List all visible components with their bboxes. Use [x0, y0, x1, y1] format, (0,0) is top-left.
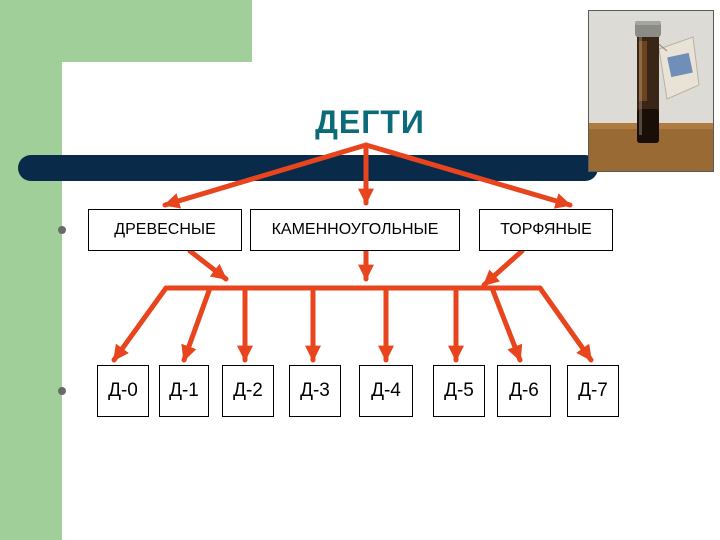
- tar-type-peat: ТОРФЯНЫЕ: [479, 209, 613, 251]
- tar-type-wood: ДРЕВЕСНЫЕ: [88, 209, 242, 251]
- grade-d2: Д-2: [222, 365, 274, 417]
- arrow-to-d1: [181, 285, 213, 363]
- tar-vial-image: [589, 11, 713, 171]
- arrow-to-d6: [489, 285, 523, 363]
- background-green-left: [0, 0, 62, 540]
- bullet-icon: [58, 226, 66, 234]
- arrow-to-d7: [537, 285, 594, 363]
- tar-vial-photo: [588, 10, 714, 172]
- arrow-title-to-wood: [162, 142, 369, 209]
- bullet-icon: [58, 387, 66, 395]
- arrow-title-to-peat: [363, 142, 573, 209]
- arrow-peat-to-bar: [481, 248, 525, 288]
- grade-d3: Д-3: [289, 365, 341, 417]
- grade-d7: Д-7: [567, 365, 619, 417]
- grade-d4: Д-4: [359, 365, 413, 417]
- grade-d6: Д-6: [497, 365, 551, 417]
- arrow-wood-to-bar: [187, 248, 229, 282]
- arrow-to-d0: [111, 285, 169, 363]
- grade-d1: Д-1: [159, 365, 209, 417]
- tar-type-coal: КАМЕННОУГОЛЬНЫЕ: [250, 209, 460, 251]
- page-title: ДЕГТИ: [315, 104, 425, 140]
- grade-d0: Д-0: [97, 365, 149, 417]
- title-underline-bar: [18, 155, 598, 181]
- grade-d5: Д-5: [433, 365, 485, 417]
